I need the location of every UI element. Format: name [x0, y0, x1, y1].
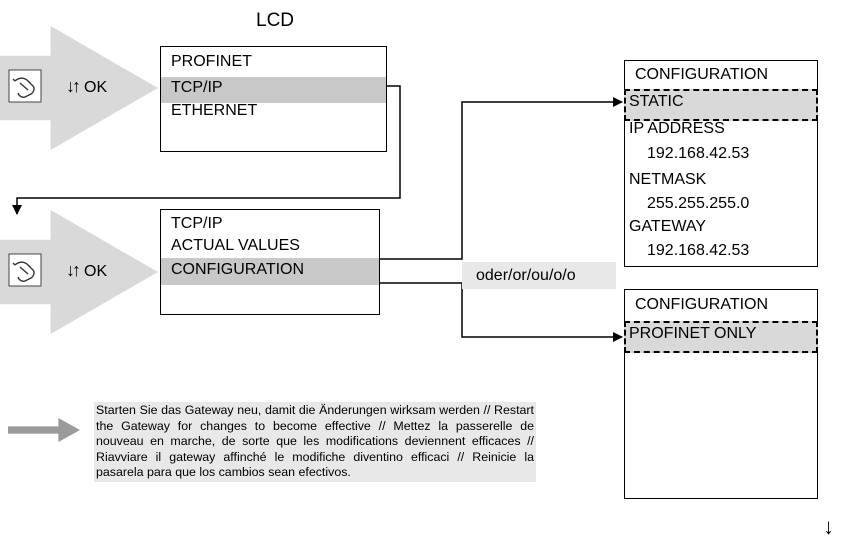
connector-to-static: [380, 97, 623, 260]
menu-item-actual-values: ACTUAL VALUES: [171, 237, 300, 254]
ok-label: OK: [84, 79, 108, 96]
selected-row-dashed: [624, 89, 818, 121]
menu-item-ethernet: ETHERNET: [171, 102, 258, 119]
or-label: oder/or/ou/o/o: [462, 262, 616, 289]
ok-label: OK: [84, 263, 108, 280]
restart-note: Starten Sie das Gateway neu, damit die Ä…: [94, 402, 536, 482]
mode-profinet-only: PROFINET ONLY: [629, 325, 757, 342]
connector-tcpip-to-lcd2: [12, 85, 401, 215]
hand-press-icon: [8, 253, 42, 287]
connector-to-profinet-only: [380, 282, 623, 342]
up-down-arrows-icon: ↓↑: [66, 76, 81, 96]
selected-row-dashed: [624, 321, 818, 353]
menu-header-tcpip: TCP/IP: [171, 215, 223, 232]
menu-item-configuration: CONFIGURATION: [171, 261, 305, 278]
gateway-label: GATEWAY: [629, 218, 707, 235]
hand-press-icon: [8, 69, 42, 103]
up-down-arrows-icon: ↓↑: [66, 260, 81, 280]
lcd-title: LCD: [256, 10, 295, 31]
menu-item-profinet: PROFINET: [171, 53, 252, 70]
netmask-value: 255.255.255.0: [647, 195, 750, 212]
lcd-screen-profinet-only: CONFIGURATION PROFINET ONLY: [624, 289, 818, 499]
down-arrow-icon: ↓: [823, 514, 834, 539]
lcd-screen-static-config: CONFIGURATION STATIC IP ADDRESS 192.168.…: [624, 60, 818, 267]
mode-static: STATIC: [629, 93, 684, 110]
menu-item-tcpip: TCP/IP: [171, 79, 223, 96]
lcd-screen-main-menu: PROFINET TCP/IP ETHERNET: [160, 46, 387, 152]
lcd-screen-tcpip-menu: TCP/IP ACTUAL VALUES CONFIGURATION: [160, 209, 380, 315]
selected-row-highlight: [161, 77, 386, 103]
config-header: CONFIGURATION: [635, 66, 769, 83]
navigate-hint-1: ↓↑OK: [66, 76, 107, 97]
ip-address-label: IP ADDRESS: [629, 120, 725, 137]
ip-address-value: 192.168.42.53: [647, 145, 750, 162]
config-header: CONFIGURATION: [635, 296, 769, 313]
selected-row-highlight: [161, 258, 379, 285]
navigate-hint-2: ↓↑OK: [66, 260, 107, 281]
gateway-value: 192.168.42.53: [647, 242, 750, 259]
netmask-label: NETMASK: [629, 171, 707, 188]
